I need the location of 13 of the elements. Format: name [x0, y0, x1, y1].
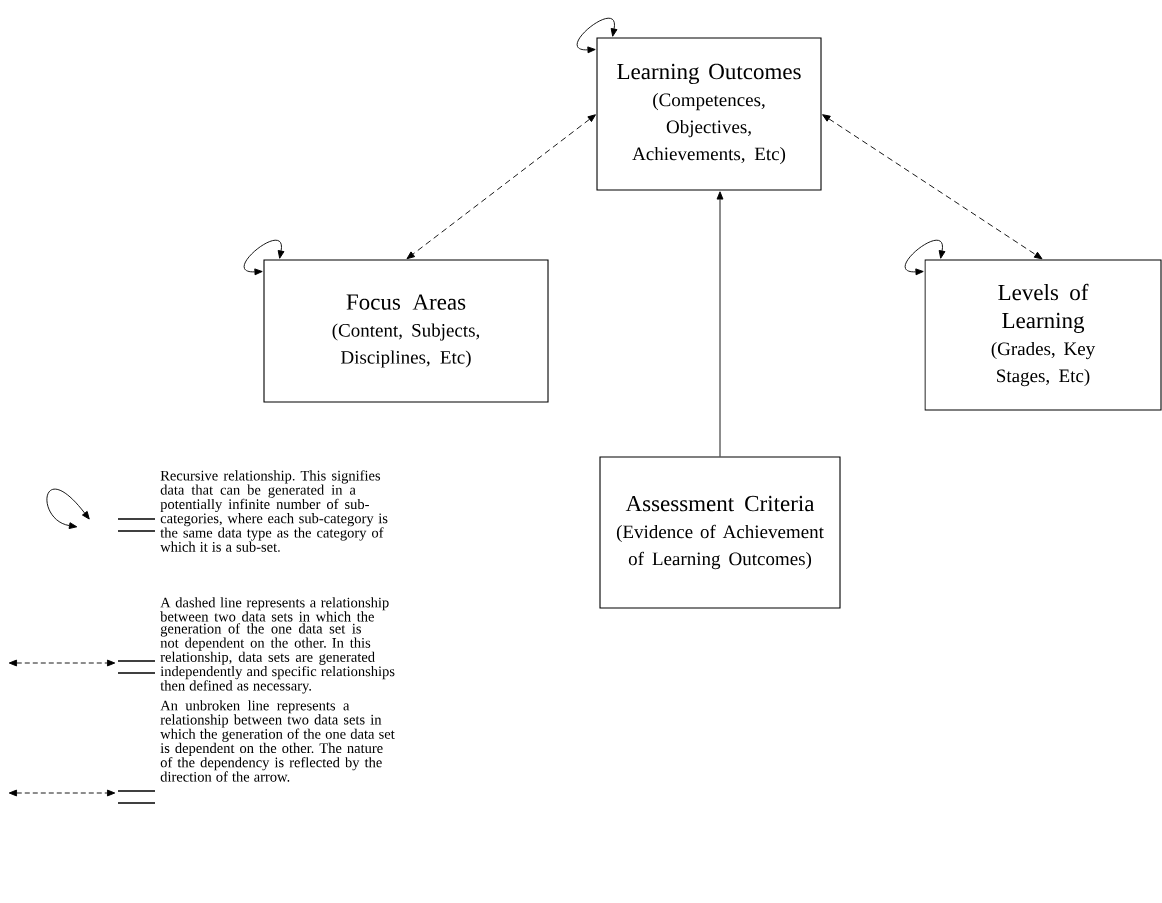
dashed-arrow [406, 114, 596, 260]
self-loop-arrow [243, 239, 285, 276]
self-loop-arrow [576, 17, 618, 54]
legend-text: Recursive relationship. This signifies data that can be generated in a potentially infinite number of sub-categories, where each sub-category is the same data type as the category of which it is a sub-set. [160, 470, 388, 552]
concept-box: Levels of Learning (Grades, Key Stages, Etc) [924, 259, 1162, 411]
legend-text: A dashed line represents a relationship between two data sets in which the generation of the one data set is not dependent on the other. In this relationship, data sets are generated independently and specific relationships then defined as necessary. [160, 597, 395, 694]
concept-box: Focus Areas (Content, Subjects, Disciplines, Etc) [263, 259, 549, 403]
concept-box: Assessment Criteria (Evidence of Achievement of Learning Outcomes) [599, 456, 841, 609]
concept-box: Learning Outcomes (Competences, Objectives, Achievements, Etc) [596, 37, 822, 191]
self-loop-arrow [904, 239, 946, 276]
dashed-arrow [822, 114, 1043, 260]
legend-text: An unbroken line represents a relationship between two data sets in which the generation of the one data set is dependent on the other. The nature of the dependency is reflected by the direction of the arrow. [160, 700, 395, 782]
arrow [716, 191, 724, 457]
